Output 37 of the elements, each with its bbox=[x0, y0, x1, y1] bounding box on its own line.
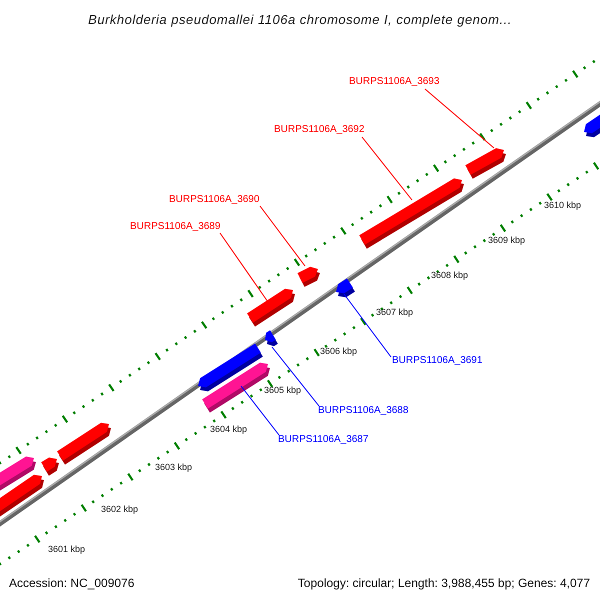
scale-label: 3604 kbp bbox=[210, 424, 248, 435]
scale-label: 3603 kbp bbox=[155, 462, 192, 473]
leader-line bbox=[344, 294, 392, 358]
gene-label: BURPS1106A_3689 bbox=[130, 221, 220, 233]
scale-label: 3602 kbp bbox=[101, 504, 138, 515]
gene-feature bbox=[0, 456, 36, 491]
leader-line bbox=[220, 232, 268, 302]
gene-label: BURPS1106A_3688 bbox=[318, 405, 408, 417]
genome-info-text: Topology: circular; Length: 3,988,455 bp; Genes: 4,077 bbox=[298, 575, 590, 592]
gene-feature bbox=[336, 278, 355, 298]
gene-label: BURPS1106A_3692 bbox=[274, 124, 364, 136]
gene-feature bbox=[298, 266, 320, 287]
leader-line bbox=[424, 88, 494, 148]
gene-feature bbox=[247, 288, 295, 327]
gene-label: BURPS1106A_3691 bbox=[392, 355, 482, 367]
gene-feature bbox=[57, 422, 111, 465]
scale-label: 3605 kbp bbox=[264, 385, 302, 396]
scale-label: 3609 kbp bbox=[488, 235, 526, 246]
gene-label: BURPS1106A_3693 bbox=[349, 76, 440, 88]
gene-label: BURPS1106A_3687 bbox=[278, 434, 368, 446]
accession-text: Accession: NC_009076 bbox=[9, 575, 134, 592]
scale-label: 3610 kbp bbox=[544, 200, 582, 211]
gene-feature bbox=[584, 113, 600, 138]
leader-line bbox=[260, 206, 306, 266]
gene-feature bbox=[359, 178, 464, 249]
title: Burkholderia pseudomallei 1106a chromosome I, complete genom... bbox=[87, 11, 513, 29]
scale-label: 3608 kbp bbox=[431, 270, 468, 281]
scale-label: 3606 kbp bbox=[320, 346, 358, 357]
leader-line bbox=[272, 346, 320, 406]
gene-label: BURPS1106A_3690 bbox=[169, 194, 260, 206]
gene-feature bbox=[265, 330, 278, 346]
gene-feature bbox=[465, 148, 506, 179]
gene-feature bbox=[41, 458, 59, 476]
leader-line bbox=[240, 386, 280, 436]
scale-label: 3601 kbp bbox=[48, 544, 86, 555]
leader-line bbox=[362, 136, 412, 200]
scale-label: 3607 kbp bbox=[376, 307, 414, 318]
